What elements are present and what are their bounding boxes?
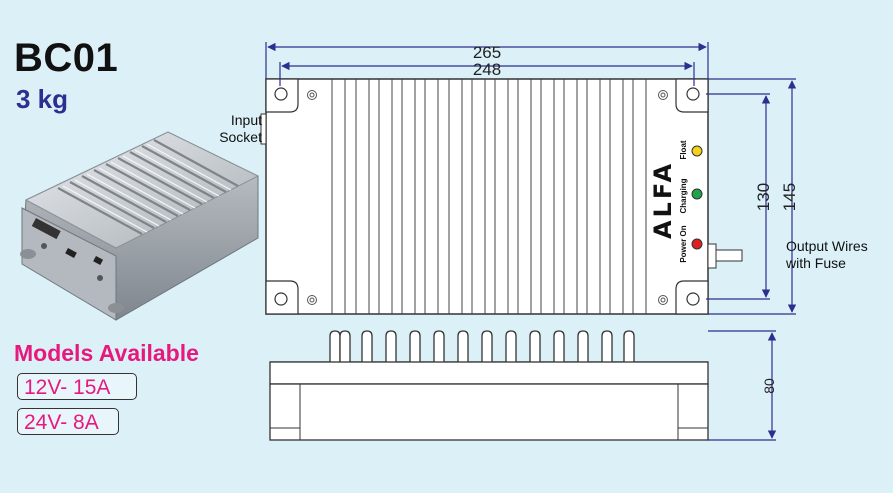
input-socket-label: Input Socket: [212, 112, 262, 146]
side-fin: [540, 330, 565, 363]
indicator-label-charging: Charging: [679, 178, 688, 213]
models-heading: Models Available: [14, 340, 199, 366]
side-fin: [588, 330, 613, 363]
dim-depth: 80: [761, 378, 777, 394]
power-on-led-icon: [691, 238, 703, 250]
side-fin: [492, 330, 517, 363]
output-wires-label-line2: with Fuse: [786, 255, 846, 271]
side-view: [269, 330, 709, 441]
product-photo: [20, 131, 260, 321]
dim-mounting-width: 248: [473, 60, 501, 79]
side-fin: [612, 330, 708, 363]
dim-mounting-height: 130: [754, 183, 773, 211]
side-fin: [372, 330, 397, 363]
model-title: BC01: [14, 36, 119, 80]
input-socket-label-line1: Input: [230, 112, 262, 128]
model-option-24v: 24V- 8A: [17, 408, 119, 435]
side-fin: [468, 330, 493, 363]
indicator-label-float: Float: [679, 140, 688, 159]
input-socket-label-line2: Socket: [219, 129, 262, 145]
charging-led-icon: [691, 188, 703, 200]
float-led-icon: [691, 145, 703, 157]
output-wires-label: Output Wires with Fuse: [786, 238, 868, 272]
output-wires-label-line1: Output Wires: [786, 238, 868, 254]
side-fin: [339, 330, 351, 362]
dim-overall-width: 265: [473, 43, 501, 62]
top-view: [260, 78, 743, 315]
model-option-12v: 12V- 15A: [17, 373, 137, 400]
brand-logo: ALFA: [649, 161, 677, 239]
weight-label: 3 kg: [16, 84, 69, 114]
side-fin: [396, 330, 421, 363]
side-fin: [564, 330, 589, 363]
side-fin: [350, 330, 373, 363]
side-fin: [420, 330, 445, 363]
side-fin: [516, 330, 541, 363]
dim-overall-height: 145: [780, 183, 799, 211]
side-fin: [444, 330, 469, 363]
indicator-label-power-on: Power On: [679, 225, 688, 262]
